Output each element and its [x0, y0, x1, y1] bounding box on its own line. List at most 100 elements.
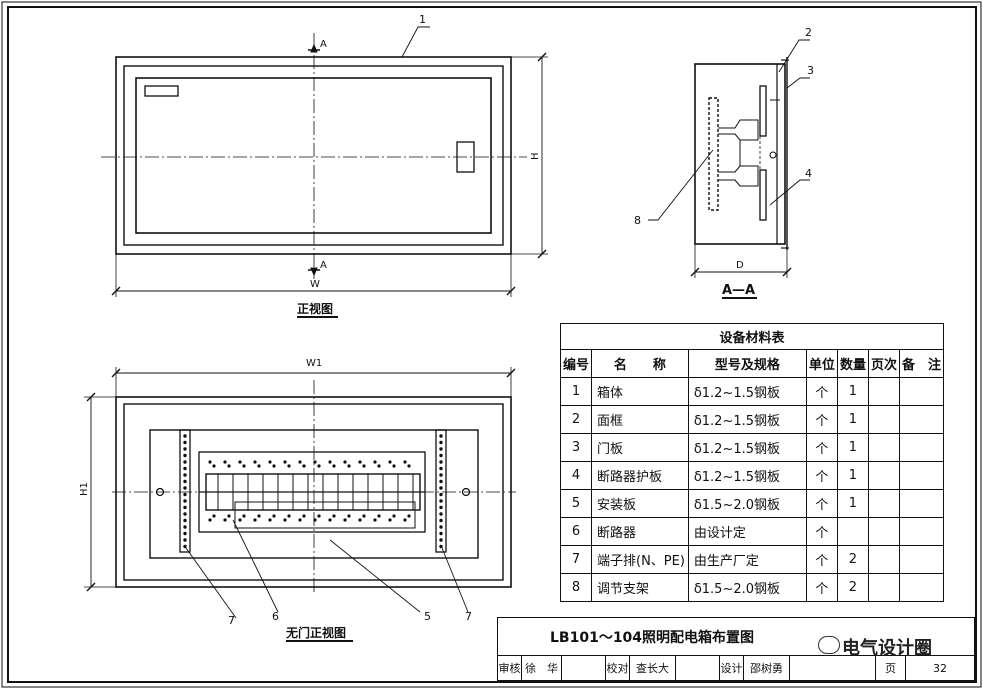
cell-spec: δ1.5~2.0钢板: [687, 573, 807, 602]
terminal-screw: [439, 434, 443, 438]
terminal-screw: [439, 531, 443, 536]
terminal-screw: [439, 499, 443, 503]
cell-no: 6: [559, 517, 593, 546]
design-label: 设计: [720, 656, 744, 680]
col-header-spec: 型号及规格: [687, 349, 807, 378]
section-mark-top: A: [320, 39, 327, 50]
cell-unit: 个: [805, 489, 838, 518]
breaker-terminal-dot: [212, 514, 216, 518]
breaker-terminal-dot: [358, 518, 362, 522]
terminal-screw: [183, 440, 187, 445]
section-view: [648, 39, 810, 299]
breaker-terminal-dot: [377, 514, 381, 518]
terminal-screw: [439, 525, 443, 529]
breaker-terminal-dot: [373, 460, 377, 464]
breaker-terminal-dot: [317, 464, 321, 468]
cell-note: [898, 545, 945, 574]
breaker-modules: [208, 460, 414, 522]
terminal-screw: [439, 512, 443, 516]
terminal-screw: [183, 531, 187, 536]
breaker-terminal-dot: [347, 464, 351, 468]
breaker-terminal-dot: [272, 514, 276, 518]
breaker-terminal-dot: [253, 518, 257, 522]
cell-note: [898, 377, 945, 406]
cell-no: 1: [559, 377, 593, 406]
table-caption: 设备材料表: [560, 323, 944, 350]
callout-2: 2: [805, 26, 812, 39]
breaker-terminal-dot: [313, 518, 317, 522]
col-header-page: 页次: [867, 349, 900, 378]
cell-spec: δ1.2~1.5钢板: [687, 405, 807, 434]
dim-label-w1: W1: [306, 358, 322, 369]
cell-name: 断路器护板: [591, 461, 689, 490]
breaker-terminal-dot: [358, 460, 362, 464]
terminal-screw: [439, 453, 443, 458]
cell-no: 4: [559, 461, 593, 490]
terminal-screw: [439, 492, 443, 497]
callout-4: 4: [805, 167, 812, 180]
terminal-screw: [439, 440, 443, 445]
terminal-screw: [439, 447, 443, 451]
breaker-terminal-dot: [298, 460, 302, 464]
cell-unit: 个: [805, 517, 838, 546]
col-header-qty: 数量: [836, 349, 869, 378]
cell-unit: 个: [805, 433, 838, 462]
cell-qty: 1: [836, 377, 869, 406]
cell-qty: [836, 517, 869, 546]
callout-5: 5: [424, 610, 431, 623]
terminal-screw: [183, 505, 187, 510]
breaker-terminal-dot: [257, 464, 261, 468]
terminal-screw: [439, 473, 443, 477]
cell-name: 门板: [591, 433, 689, 462]
dim-label-h1: H1: [79, 482, 90, 496]
cell-page: [867, 573, 900, 602]
drawing-title: LB101～104照明配电箱布置图: [498, 618, 974, 656]
breaker-terminal-dot: [328, 518, 332, 522]
signature-row: 审核 徐 华 校对 查长大 设计 邵树勇 页 32: [498, 656, 974, 680]
col-header-no: 编号: [559, 349, 593, 378]
cell-qty: 1: [836, 489, 869, 518]
terminal-screw: [439, 486, 443, 490]
cell-qty: 2: [836, 545, 869, 574]
breaker-terminal-dot: [268, 518, 272, 522]
breaker-terminal-dot: [253, 460, 257, 464]
cell-note: [898, 517, 945, 546]
dim-label-d: D: [736, 260, 744, 271]
cell-page: [867, 545, 900, 574]
cell-name: 面框: [591, 405, 689, 434]
cell-qty: 2: [836, 573, 869, 602]
terminal-screw: [183, 453, 187, 458]
terminal-screw: [183, 492, 187, 497]
terminal-screw: [183, 466, 187, 471]
breaker-terminal-dot: [403, 460, 407, 464]
cell-page: [867, 405, 900, 434]
cell-name: 断路器: [591, 517, 689, 546]
cell-note: [898, 433, 945, 462]
breaker-terminal-dot: [347, 514, 351, 518]
breaker-terminal-dot: [208, 518, 212, 522]
checker-name: 查长大: [630, 656, 676, 680]
col-header-name: 名 称: [591, 349, 689, 378]
open-view: [84, 367, 516, 642]
cell-spec: δ1.5~2.0钢板: [687, 489, 807, 518]
check-label: 校对: [606, 656, 630, 680]
breaker-terminal-dot: [317, 514, 321, 518]
dim-label-w: W: [310, 279, 320, 290]
terminal-screw: [439, 460, 443, 464]
breaker-terminal-dot: [283, 460, 287, 464]
terminal-screw: [183, 460, 187, 464]
breaker-terminal-dot: [227, 464, 231, 468]
cell-no: 5: [559, 489, 593, 518]
terminal-screws: [183, 434, 443, 549]
cell-no: 3: [559, 433, 593, 462]
section-view-caption: A—A: [722, 283, 755, 298]
dim-label-h: H: [530, 152, 541, 160]
col-header-note: 备 注: [898, 349, 945, 378]
